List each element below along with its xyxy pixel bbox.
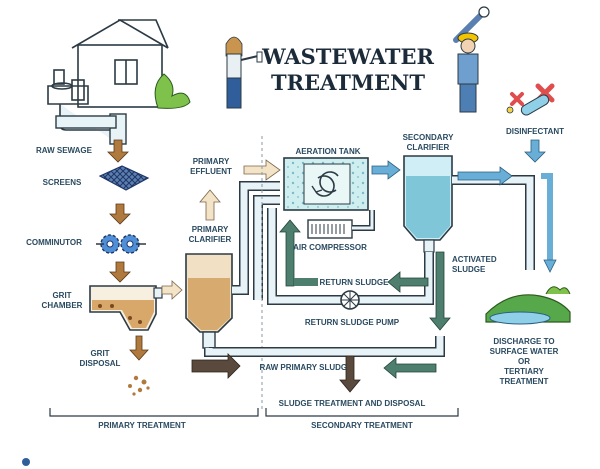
label-grit-chamber-1: GRIT bbox=[52, 291, 71, 300]
air-compressor bbox=[307, 210, 375, 239]
label-primary-effluent-1: PRIMARY bbox=[193, 157, 230, 166]
label-raw-primary-sludge: RAW PRIMARY SLUDGE bbox=[260, 363, 354, 372]
flow-arrow bbox=[161, 280, 183, 300]
bush-icon bbox=[154, 73, 191, 109]
comminutor-gears bbox=[96, 234, 146, 254]
flow-arrow bbox=[371, 160, 401, 180]
flow-arrow bbox=[429, 251, 451, 331]
grit-chamber bbox=[89, 285, 163, 331]
label-discharge-4: TERTIARY bbox=[504, 367, 544, 376]
woman-figure bbox=[225, 36, 263, 109]
label-secondary-clarifier-1: SECONDARY bbox=[403, 133, 454, 142]
label-aeration-tank: AERATION TANK bbox=[295, 147, 360, 156]
label-secondary-clarifier-2: CLARIFIER bbox=[407, 143, 450, 152]
flow-arrow bbox=[457, 166, 513, 186]
label-secondary-treatment: SECONDARY TREATMENT bbox=[311, 421, 413, 430]
flow-arrow bbox=[279, 219, 301, 287]
label-discharge-1: DISCHARGE TO bbox=[493, 337, 554, 346]
aeration-tank bbox=[283, 157, 369, 211]
flow-arrow bbox=[524, 139, 546, 163]
label-primary-clarifier-1: PRIMARY bbox=[192, 225, 229, 234]
label-return-sludge: RETURN SLUDGE bbox=[320, 278, 390, 287]
label-grit-disposal-1: GRIT bbox=[90, 349, 109, 358]
title-line-1: WASTEWATER bbox=[261, 44, 434, 69]
label-discharge-3: OR bbox=[518, 357, 530, 366]
return-sludge-pump bbox=[340, 290, 360, 310]
label-primary-effluent-2: EFFLUENT bbox=[190, 167, 232, 176]
flow-arrow bbox=[339, 355, 361, 393]
label-air-compressor: AIR COMPRESSOR bbox=[293, 243, 367, 252]
flow-arrow bbox=[243, 159, 281, 181]
label-return-sludge-pump: RETURN SLUDGE PUMP bbox=[305, 318, 400, 327]
grit-pile bbox=[128, 375, 150, 396]
label-activated-sludge-1: ACTIVATED bbox=[452, 255, 497, 264]
secondary-clarifier bbox=[403, 155, 453, 253]
label-discharge-2: SURFACE WATER bbox=[490, 347, 559, 356]
flow-arrow bbox=[109, 261, 131, 283]
label-discharge-5: TREATMENT bbox=[500, 377, 549, 386]
flow-arrow bbox=[191, 353, 241, 379]
primary-clarifier bbox=[185, 253, 233, 349]
primary-treatment-bracket bbox=[49, 408, 259, 417]
label-primary-clarifier-2: CLARIFIER bbox=[189, 235, 232, 244]
label-screens: SCREENS bbox=[43, 178, 82, 187]
screens-mesh bbox=[98, 165, 150, 191]
flow-arrow bbox=[107, 139, 129, 163]
label-sludge-treatment: SLUDGE TREATMENT AND DISPOSAL bbox=[279, 399, 426, 408]
disinfectant-icons bbox=[506, 83, 555, 116]
title-line-2: TREATMENT bbox=[271, 70, 425, 95]
watermark-dot bbox=[22, 458, 30, 466]
label-disinfectant: DISINFECTANT bbox=[506, 127, 564, 136]
discharge-landscape bbox=[485, 286, 571, 325]
label-comminutor: COMMINUTOR bbox=[26, 238, 82, 247]
flow-arrow bbox=[199, 189, 221, 221]
flow-arrow bbox=[109, 203, 131, 225]
label-activated-sludge-2: SLUDGE bbox=[452, 265, 486, 274]
label-grit-chamber-2: CHAMBER bbox=[42, 301, 83, 310]
label-grit-disposal-2: DISPOSAL bbox=[80, 359, 121, 368]
label-primary-treatment: PRIMARY TREATMENT bbox=[98, 421, 186, 430]
flow-arrow bbox=[383, 357, 437, 379]
flow-arrow bbox=[387, 271, 429, 293]
flow-arrow bbox=[129, 335, 149, 361]
house-illustration bbox=[47, 19, 169, 108]
secondary-treatment-bracket bbox=[265, 408, 459, 417]
label-raw-sewage: RAW SEWAGE bbox=[36, 146, 93, 155]
worker-figure bbox=[453, 6, 490, 113]
